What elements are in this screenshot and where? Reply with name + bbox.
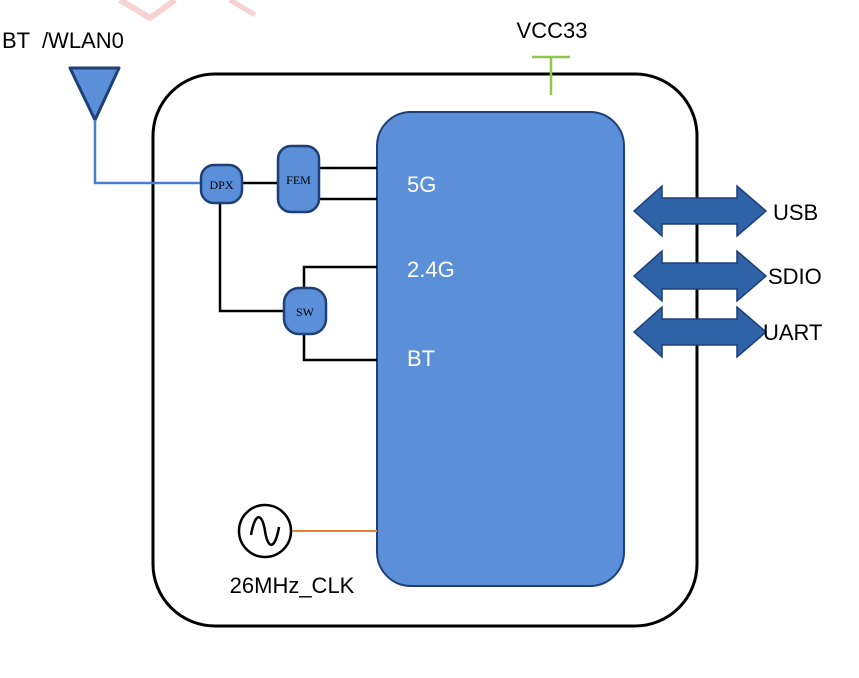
- sdio-arrow: [632, 249, 768, 303]
- uart-arrow: [632, 305, 768, 359]
- antenna-label: BT /WLAN0: [2, 28, 124, 53]
- port-label-bt: BT: [407, 346, 435, 371]
- clock-label: 26MHz_CLK: [230, 573, 355, 598]
- sw-label: SW: [296, 305, 315, 319]
- rf-chip: [376, 111, 625, 587]
- usb-arrow: [632, 184, 768, 238]
- usb-label: USB: [773, 200, 818, 225]
- antenna-feed-line: [93, 120, 201, 185]
- uart-label: UART: [763, 320, 823, 345]
- dpx-label: DPX: [209, 178, 233, 192]
- rf-wiring: [218, 166, 377, 362]
- sdio-label: SDIO: [768, 264, 822, 289]
- port-label-5g: 5G: [407, 172, 436, 197]
- vcc-label: VCC33: [517, 18, 588, 43]
- antenna-icon: [68, 66, 121, 122]
- dpx-block: DPX: [199, 163, 244, 205]
- vcc-connector: [532, 55, 570, 95]
- port-label-2-4g: 2.4G: [407, 257, 455, 282]
- oscillator-icon: [237, 503, 293, 559]
- watermark: [118, 0, 257, 22]
- fem-label: FEM: [286, 173, 311, 187]
- fem-block: FEM: [276, 144, 321, 214]
- sw-block: SW: [282, 286, 328, 336]
